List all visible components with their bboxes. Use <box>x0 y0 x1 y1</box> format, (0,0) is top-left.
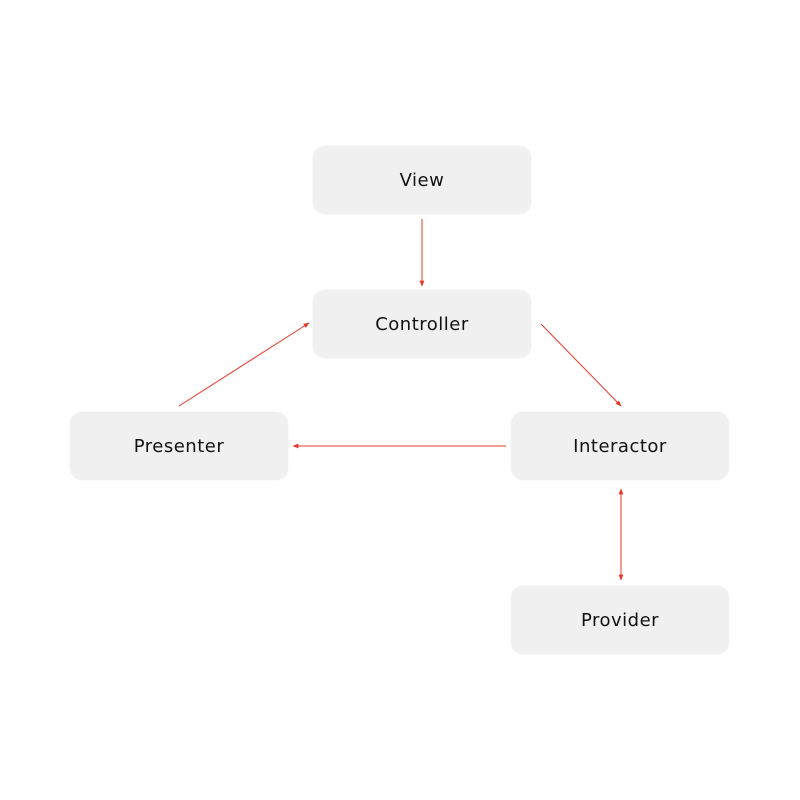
node-interactor: Interactor <box>511 412 729 480</box>
node-presenter-label: Presenter <box>133 435 225 457</box>
edge-presenter-to-controller <box>178 322 310 407</box>
node-view: View <box>313 146 531 214</box>
node-view-label: View <box>399 169 445 191</box>
node-provider: Provider <box>511 586 729 654</box>
node-interactor-label: Interactor <box>573 435 667 457</box>
node-controller: Controller <box>313 290 531 358</box>
node-presenter: Presenter <box>70 412 288 480</box>
edge-controller-to-interactor <box>540 323 622 407</box>
node-controller-label: Controller <box>375 313 469 335</box>
node-provider-label: Provider <box>580 609 660 631</box>
